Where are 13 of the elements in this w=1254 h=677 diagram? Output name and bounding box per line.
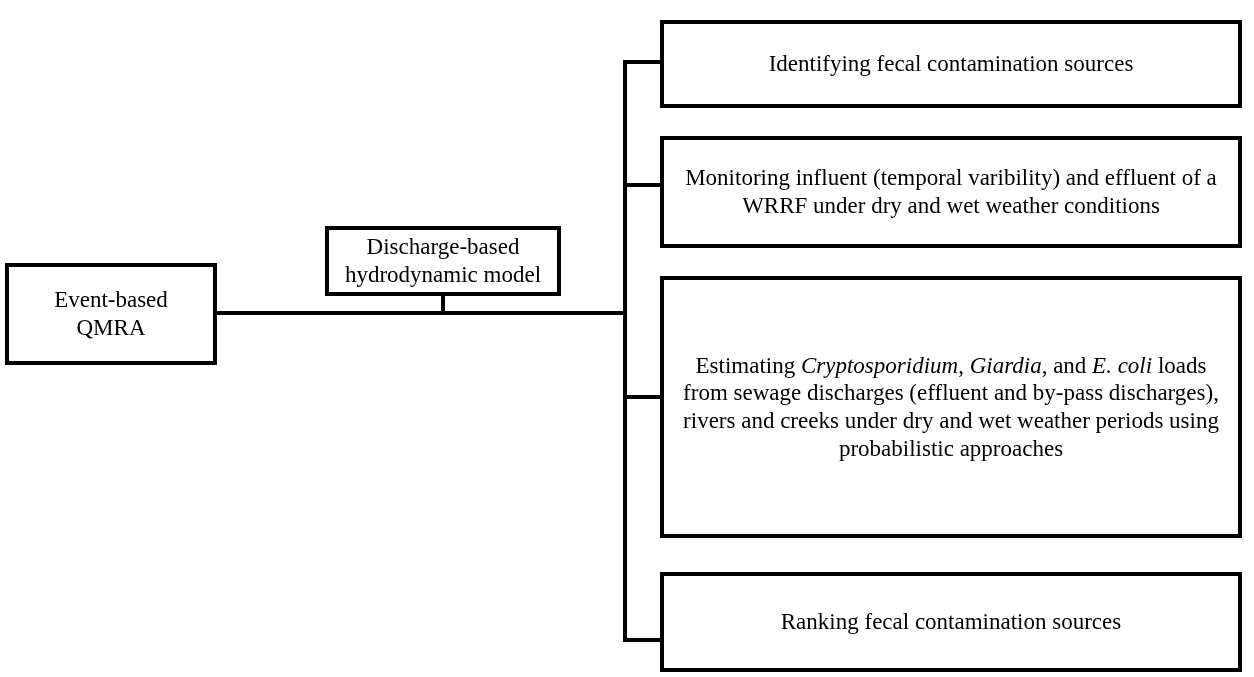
connector-line xyxy=(441,296,660,642)
box-text: Identifying fecal contamination sources xyxy=(768,50,1134,78)
box-text: Estimating Cryptosporidium, Giardia, and E. coli loads from sewage discharges (effluent and by-pass discharges), rivers and creeks under dry and wet weather periods using probabilistic approaches xyxy=(682,351,1220,463)
box-text: Monitoring influent (temporal varibility) and effluent of a WRRF under dry and wet weather conditions xyxy=(684,164,1218,220)
process-box xyxy=(5,263,217,365)
process-box xyxy=(660,20,1242,108)
process-box xyxy=(660,276,1242,538)
process-box xyxy=(660,572,1242,672)
box-text: Ranking fecal contamination sources xyxy=(780,608,1122,636)
box-text: Event-based QMRA xyxy=(53,286,169,342)
box-text: Discharge-based hydrodynamic model xyxy=(343,233,543,289)
process-box xyxy=(660,136,1242,248)
process-box xyxy=(325,226,561,296)
